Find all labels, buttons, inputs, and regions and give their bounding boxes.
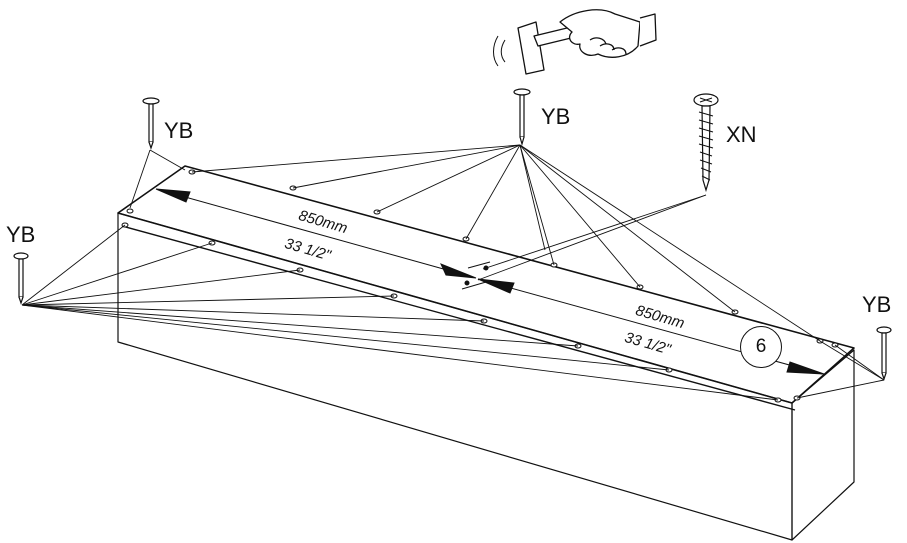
centre-mark — [461, 261, 491, 290]
box-end-face — [791, 349, 855, 541]
leader-lines-right — [796, 340, 885, 399]
nail-icon — [513, 88, 531, 147]
screw-icon — [693, 93, 719, 193]
nail-label-center-top: YB — [541, 104, 571, 129]
nail-label-far-left: YB — [6, 222, 36, 247]
nail-label-right: YB — [862, 292, 892, 317]
box-front-face — [117, 212, 793, 541]
leader-lines-far-left — [21, 224, 779, 401]
nail-icon — [13, 252, 29, 305]
leader-lines-left-top — [129, 149, 186, 209]
dimension-arrow-left — [155, 188, 477, 279]
nail-label-left-top: YB — [164, 118, 194, 143]
nail-icon — [142, 97, 160, 150]
leader-lines-center — [191, 144, 821, 342]
step-number-badge: 6 — [740, 326, 782, 368]
screw-label: XN — [726, 122, 757, 147]
top-panel — [117, 165, 855, 404]
nail-holes — [121, 169, 839, 403]
hammer-hand-icon — [493, 9, 657, 75]
leader-lines-screw — [477, 194, 707, 281]
nail-icon — [876, 326, 892, 381]
